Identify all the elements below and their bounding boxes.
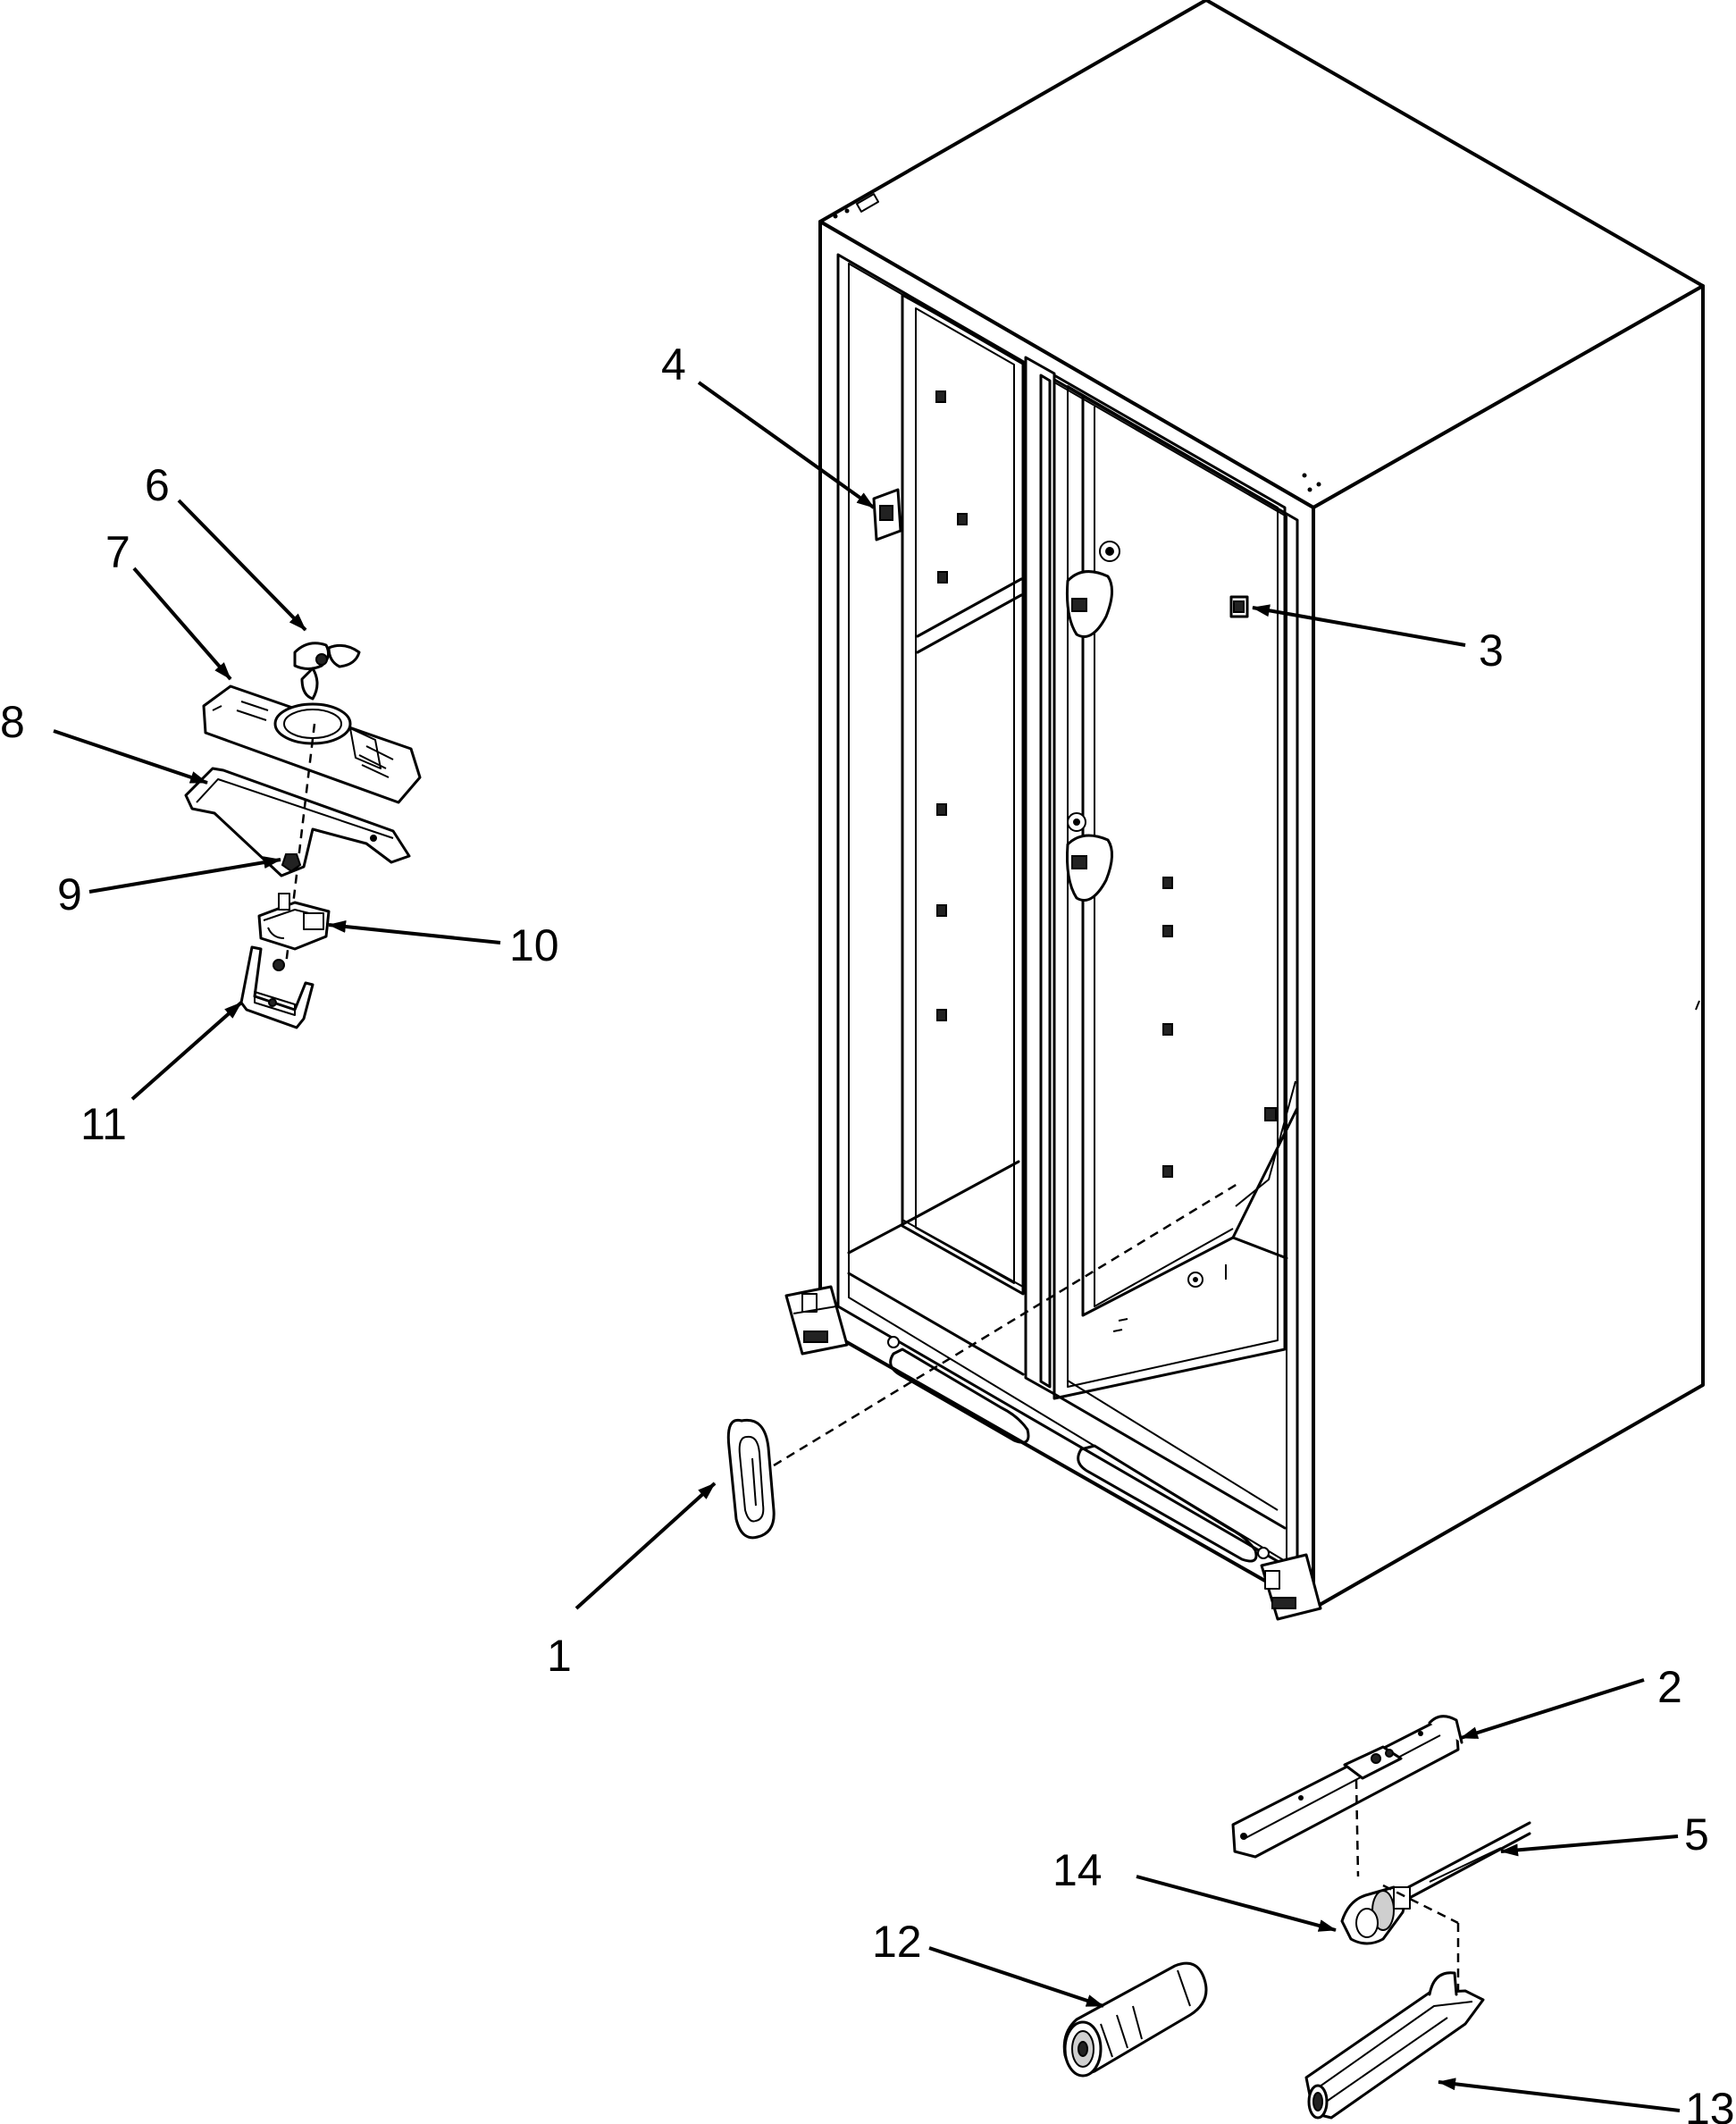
leader-7 — [132, 567, 232, 681]
callout-6: 6 — [145, 460, 170, 510]
leader-1 — [574, 1482, 717, 1610]
leader-3 — [1252, 604, 1466, 647]
part-10-fan-motor — [257, 893, 331, 951]
callout-2: 2 — [1657, 1662, 1682, 1712]
part-1-vent-cover — [726, 1418, 776, 1540]
callout-7: 7 — [105, 527, 130, 577]
part-9-nut — [281, 853, 302, 873]
shelf-support-studs — [935, 390, 1277, 1178]
callout-labels: 1 2 3 4 5 6 7 8 9 10 11 12 13 14 — [0, 340, 1735, 2124]
callout-4: 4 — [661, 340, 686, 390]
leader-11 — [130, 1001, 243, 1101]
callout-11: 11 — [80, 1099, 127, 1149]
leader-6 — [177, 499, 307, 632]
callout-13: 13 — [1685, 2084, 1735, 2124]
refrigerator-cabinet — [784, 0, 1705, 1621]
part-8-heater-wire — [184, 767, 411, 877]
part-2-bracket — [1231, 1715, 1463, 1859]
leader-2 — [1460, 1678, 1645, 1740]
callout-8: 8 — [0, 697, 25, 747]
leader-14 — [1136, 1875, 1337, 1932]
leader-12 — [928, 1946, 1104, 2008]
part-12-filter — [1062, 1961, 1208, 2078]
leader-10 — [328, 920, 501, 944]
callout-14: 14 — [1053, 1845, 1103, 1895]
upper-hinge-block — [1066, 541, 1120, 638]
part-6-fan-blade — [293, 642, 361, 701]
part-13-filter-housing — [1304, 1971, 1485, 2120]
leader-13 — [1438, 2078, 1681, 2112]
part-4-switch — [872, 488, 902, 541]
callout-leaders — [53, 381, 1681, 2112]
leader-5 — [1500, 1834, 1679, 1857]
part-11-motor-bracket — [239, 945, 314, 1029]
leader-4 — [697, 381, 876, 509]
part-14-valve — [1340, 1885, 1411, 1945]
leader-9 — [88, 856, 281, 894]
part-3-clip — [1229, 595, 1249, 618]
callout-3: 3 — [1479, 625, 1504, 676]
part-5-tubing — [1396, 1821, 1531, 1903]
right-bottom-hinge — [1260, 1553, 1322, 1621]
left-bottom-hinge — [784, 1285, 849, 1356]
callout-5: 5 — [1684, 1809, 1709, 1860]
lower-hinge-block — [1066, 812, 1113, 902]
callout-9: 9 — [57, 869, 82, 919]
leader-8 — [53, 729, 208, 785]
callout-12: 12 — [872, 1917, 922, 1967]
callout-1: 1 — [547, 1631, 572, 1681]
callout-10: 10 — [509, 920, 559, 970]
